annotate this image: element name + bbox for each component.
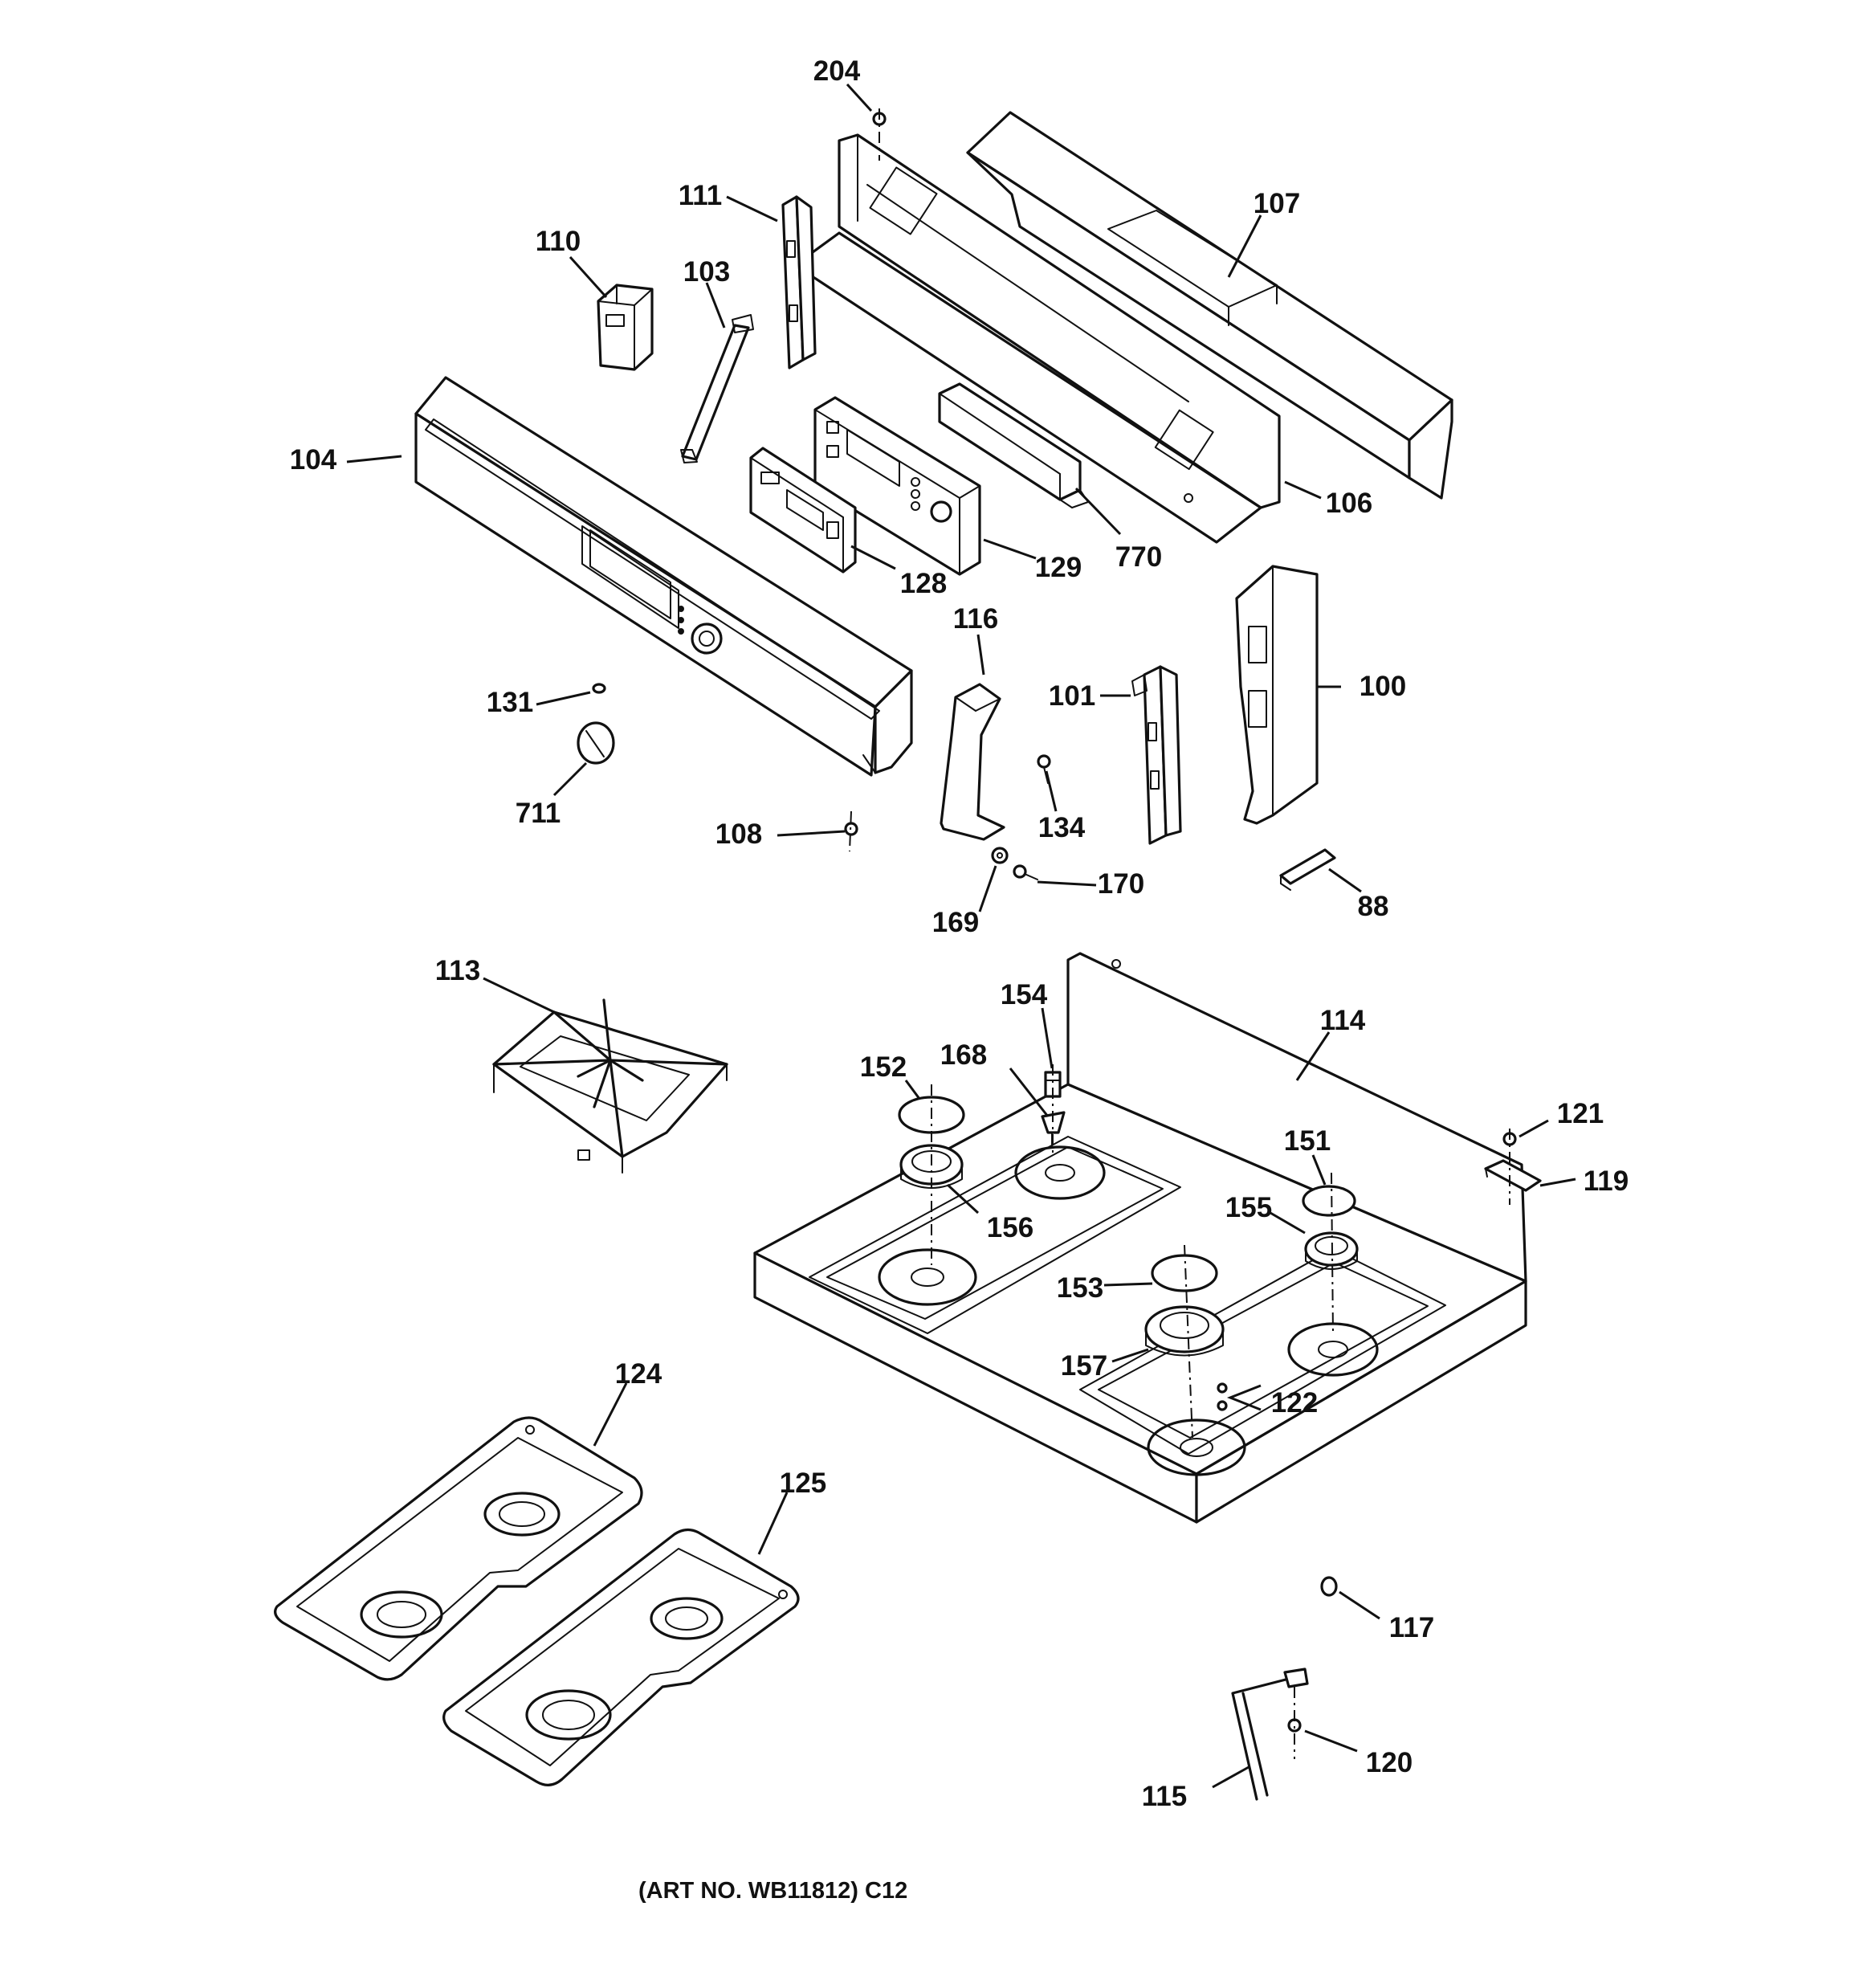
callout-711: 711 — [516, 798, 561, 829]
callout-157: 157 — [1061, 1350, 1107, 1382]
part-157-burner-head — [1144, 1305, 1225, 1357]
art-number-caption: (ART NO. WB11812) C12 — [638, 1878, 908, 1904]
part-104-backsplash-panel — [414, 376, 913, 777]
part-128-touchpad-overlay — [749, 447, 857, 574]
callout-numbers: 204 107 111 110 103 104 106 770 129 128 … — [290, 55, 1629, 1812]
callout-152: 152 — [860, 1051, 907, 1083]
callout-116: 116 — [953, 603, 998, 635]
callout-124: 124 — [615, 1358, 662, 1390]
part-124-drip-pan — [274, 1416, 643, 1681]
callout-204: 204 — [813, 55, 861, 87]
callout-120: 120 — [1366, 1747, 1413, 1778]
callout-100: 100 — [1360, 671, 1406, 702]
callout-131: 131 — [487, 687, 533, 718]
callout-121: 121 — [1557, 1098, 1604, 1129]
burner-port-left-rear — [1014, 1145, 1106, 1200]
part-120-screw — [1287, 1687, 1302, 1759]
part-117-grommet — [1320, 1576, 1338, 1597]
callout-110: 110 — [536, 226, 581, 257]
callout-114: 114 — [1320, 1005, 1366, 1036]
callout-104: 104 — [290, 444, 337, 476]
callout-119: 119 — [1584, 1165, 1629, 1197]
callout-155: 155 — [1225, 1192, 1272, 1223]
part-169-washer — [991, 847, 1009, 864]
part-134-screw — [1037, 754, 1051, 784]
part-101-side-bracket — [1131, 665, 1182, 845]
part-100-side-trim — [1235, 565, 1319, 825]
part-106-control-bracket — [793, 133, 1281, 544]
callout-169: 169 — [932, 907, 979, 938]
part-119-bracket — [1484, 1159, 1542, 1192]
part-711-knob — [577, 721, 615, 765]
callout-113: 113 — [435, 955, 480, 986]
leader-lines — [346, 83, 1576, 1789]
part-153-burner-cap — [1151, 1254, 1218, 1292]
callout-153: 153 — [1057, 1272, 1103, 1304]
callout-170: 170 — [1098, 868, 1144, 900]
burner-port-right-rear — [1287, 1322, 1379, 1377]
part-116-end-cap — [940, 683, 1005, 841]
callout-125: 125 — [780, 1468, 826, 1499]
part-115-supply-tube — [1231, 1668, 1309, 1801]
part-103-harness-rail — [680, 314, 754, 463]
callout-134: 134 — [1038, 812, 1086, 843]
part-107-backsplash-cover — [966, 111, 1453, 500]
part-108-screw — [844, 810, 858, 852]
callout-154: 154 — [1001, 979, 1048, 1010]
part-122-screws — [1217, 1382, 1228, 1411]
part-131-knob-insert — [592, 683, 606, 694]
callout-128: 128 — [900, 568, 947, 599]
callout-107: 107 — [1254, 188, 1300, 219]
callout-106: 106 — [1326, 488, 1372, 519]
callout-108: 108 — [715, 818, 762, 850]
burner-port-right-front — [1147, 1419, 1246, 1476]
callout-168: 168 — [940, 1039, 987, 1071]
callout-115: 115 — [1142, 1781, 1187, 1812]
part-151-burner-cap — [1302, 1185, 1356, 1217]
part-125-drip-pan — [442, 1528, 800, 1786]
callout-101: 101 — [1049, 680, 1095, 712]
callout-129: 129 — [1035, 552, 1082, 583]
callout-770: 770 — [1115, 541, 1162, 573]
callout-156: 156 — [987, 1212, 1033, 1243]
burner-port-left-front — [878, 1248, 977, 1306]
callout-103: 103 — [683, 256, 730, 288]
part-111-side-bracket — [781, 195, 817, 369]
callout-111: 111 — [679, 180, 723, 211]
part-113-burner-grate — [492, 998, 728, 1174]
callout-88: 88 — [1358, 891, 1389, 922]
part-114-cooktop — [753, 952, 1527, 1524]
part-170-screw — [1013, 864, 1038, 880]
callout-122: 122 — [1271, 1387, 1318, 1419]
callout-151: 151 — [1284, 1125, 1331, 1157]
callout-117: 117 — [1389, 1612, 1434, 1643]
part-204-screw — [872, 108, 887, 161]
part-110-control-module — [597, 284, 654, 371]
part-88-bracket — [1279, 848, 1336, 891]
